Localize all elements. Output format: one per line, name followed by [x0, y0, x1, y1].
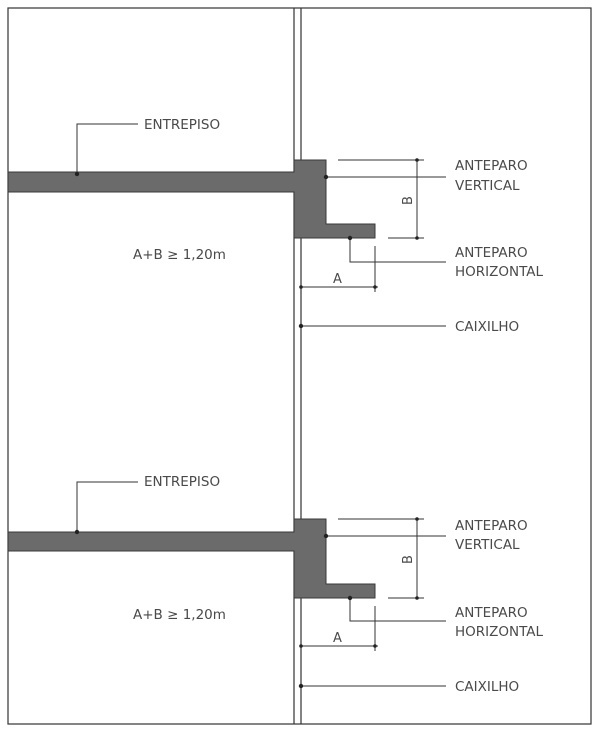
- formula-1: A+B ≥ 1,20m: [133, 247, 226, 263]
- dim-a-label-1: A: [333, 272, 342, 287]
- horizontal-dot-1: [347, 235, 353, 241]
- floor-1: ENTREPISO B ANTEPARO VERTICAL ANTEPARO H…: [7, 117, 544, 335]
- drawing-border: [7, 7, 592, 725]
- slab-2: [7, 518, 376, 599]
- entrepiso-leader-2: [76, 481, 138, 532]
- entrepiso-label-2: ENTREPISO: [144, 474, 220, 490]
- dim-b-tick-top-1: [415, 158, 419, 162]
- dim-a-tick-right-1: [373, 285, 377, 289]
- entrepiso-dot-2: [74, 529, 80, 535]
- dim-a-tick-right-2: [373, 644, 377, 648]
- dim-b-tick-bot-2: [415, 596, 419, 600]
- entrepiso-label-1: ENTREPISO: [144, 117, 220, 133]
- caixilho-dot-1: [298, 323, 304, 329]
- caixilho-label-1: CAIXILHO: [455, 319, 519, 335]
- vertical-label-2a: ANTEPARO: [455, 518, 528, 534]
- caixilho-label-2: CAIXILHO: [455, 679, 519, 695]
- dim-b-tick-bot-1: [415, 236, 419, 240]
- floor-2: ENTREPISO B ANTEPARO VERTICAL ANTEPARO H…: [7, 474, 544, 695]
- caixilho-dot-2: [298, 683, 304, 689]
- vertical-dot-2: [323, 533, 329, 539]
- horizontal-label-2a: ANTEPARO: [455, 605, 528, 621]
- entrepiso-leader-1: [76, 123, 138, 174]
- vertical-label-1a: ANTEPARO: [455, 158, 528, 174]
- entrepiso-dot-1: [74, 171, 80, 177]
- formula-2: A+B ≥ 1,20m: [133, 607, 226, 623]
- vertical-dot-1: [323, 174, 329, 180]
- horizontal-label-2b: HORIZONTAL: [455, 624, 544, 640]
- dim-a-label-2: A: [333, 631, 342, 646]
- dim-a-tick-left-1: [299, 285, 303, 289]
- dim-b-tick-top-2: [415, 517, 419, 521]
- dim-b-label-2: B: [401, 555, 416, 564]
- horizontal-leader-2: [349, 598, 446, 622]
- slab-1: [7, 159, 376, 239]
- horizontal-label-1b: HORIZONTAL: [455, 264, 544, 280]
- dim-a-tick-left-2: [299, 644, 303, 648]
- dim-b-label-1: B: [401, 196, 416, 205]
- horizontal-label-1a: ANTEPARO: [455, 245, 528, 261]
- horizontal-dot-2: [347, 595, 353, 601]
- horizontal-leader-1: [349, 238, 446, 263]
- vertical-label-2b: VERTICAL: [455, 537, 520, 553]
- vertical-label-1b: VERTICAL: [455, 178, 520, 194]
